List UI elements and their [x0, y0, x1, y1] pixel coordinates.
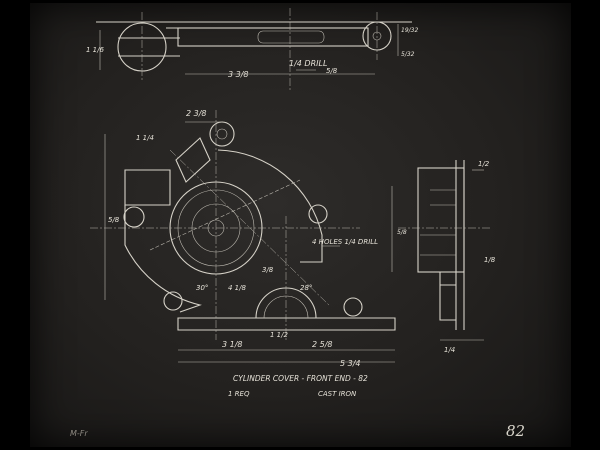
dim-bottom-overall: 5 3/4	[340, 359, 361, 368]
dim-front-arc-a: 4 1/8	[228, 284, 246, 292]
sheet-number: 82	[506, 422, 525, 440]
front-view-lower-left-boss	[163, 291, 183, 311]
front-view-left-block	[124, 169, 171, 206]
dim-bottom-b: 2 5/8	[312, 340, 333, 349]
side-view	[391, 160, 490, 341]
blueprint-sheet	[30, 3, 571, 447]
note-drill-top: 1/4 DRILL	[289, 59, 327, 68]
dim-front-angle-b: 28°	[300, 284, 312, 292]
dim-front-left-b: 5/8	[108, 216, 120, 224]
top-view-body	[177, 27, 369, 47]
top-view-slot	[257, 30, 325, 44]
title-line-2-right: CAST IRON	[318, 390, 357, 398]
top-view-flange	[118, 27, 180, 57]
side-view-internal	[420, 189, 456, 256]
side-view-foot	[439, 272, 456, 321]
title-line-2-left: 1 REQ	[228, 390, 250, 398]
dim-front-angle-a: 30°	[196, 284, 208, 292]
note-holes-drill: 4 HOLES 1/4 DRILL	[312, 238, 378, 246]
front-view-hidden-line	[149, 179, 301, 251]
front-view-lower-arc	[124, 205, 202, 313]
dim-bottom-a: 3 1/8	[222, 340, 243, 349]
corner-mark: M-Fr	[70, 429, 88, 438]
top-view	[96, 8, 412, 90]
dim-side-bottom: 1/4	[444, 346, 455, 354]
front-view-right-boss	[308, 204, 328, 224]
dim-side-top: 1/2	[478, 160, 490, 168]
dim-front-arc-b: 3/8	[262, 266, 274, 274]
dim-top-view-bottom: 3 3/8	[228, 70, 249, 79]
front-view-diag-centerline	[169, 149, 331, 307]
front-view-left-boss	[123, 206, 145, 228]
dim-top-view-bottom-right: 5/8	[326, 67, 338, 75]
dim-top-view-left: 1 1/6	[86, 46, 104, 54]
front-view	[90, 110, 396, 363]
front-view-port	[175, 137, 211, 183]
dim-side-inner: 5/8	[397, 229, 407, 236]
dim-bottom-mid: 1 1/2	[270, 331, 288, 339]
front-view-outer-arc	[217, 149, 323, 263]
front-view-top-boss	[209, 121, 235, 147]
dim-front-left-a: 1 1/4	[136, 134, 154, 142]
title-line-1: CYLINDER COVER - FRONT END - 82	[233, 374, 368, 383]
dim-side-right: 1/8	[484, 256, 496, 264]
front-view-top-hole	[216, 128, 228, 140]
front-view-lower-right-boss	[343, 297, 363, 317]
dim-top-view-right-a: 19/32	[401, 27, 418, 34]
dim-front-top-a: 2 3/8	[186, 109, 207, 118]
side-view-body	[417, 167, 465, 273]
dim-top-view-right-b: 5/32	[401, 51, 415, 58]
front-view-base	[177, 317, 396, 331]
